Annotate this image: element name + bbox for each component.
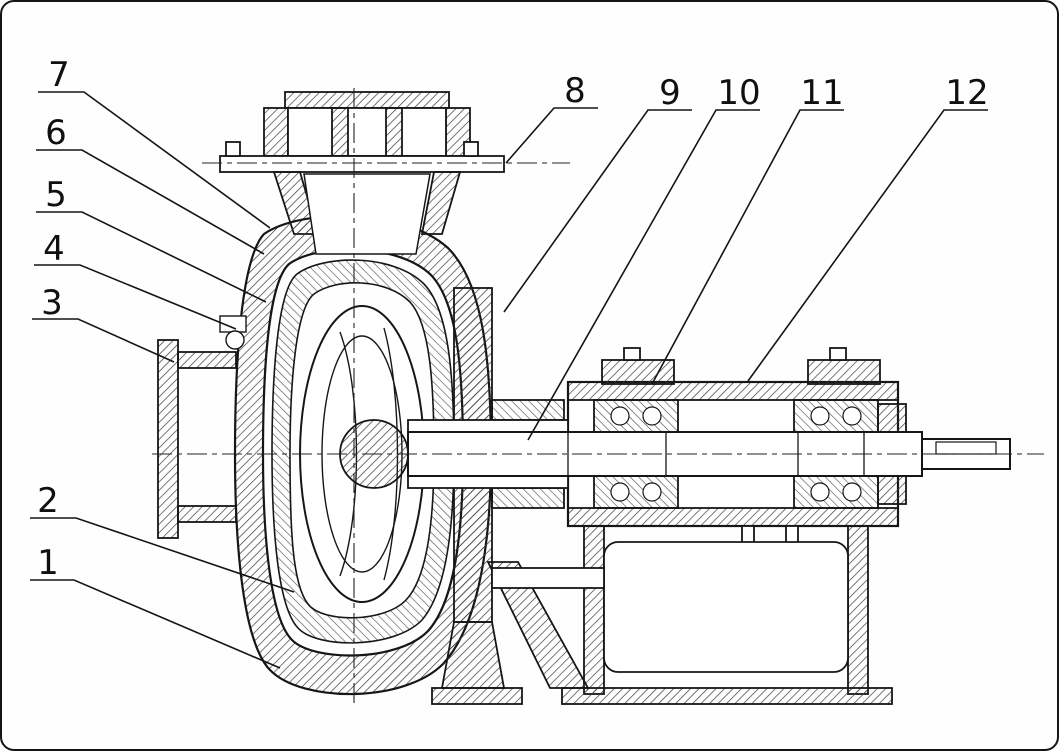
discharge-bore: [303, 173, 431, 255]
bearing-cap: [807, 359, 881, 385]
callout-5-leader: [36, 211, 267, 303]
centerlines: [152, 88, 1044, 708]
suction-inlet: [157, 339, 237, 539]
flange-bolt-icon: [463, 141, 479, 157]
callout-1: 1: [37, 543, 59, 583]
pedestal-cavity: [603, 541, 849, 673]
callout-3-leader: [32, 318, 175, 363]
flange-bolt-icon: [225, 141, 241, 157]
callout-7-leader: [38, 91, 271, 229]
bearing-inner: [593, 399, 679, 433]
callout-11: 11: [800, 73, 843, 113]
callout-2-leader: [30, 517, 295, 593]
callout-10: 10: [717, 73, 760, 113]
callout-7: 7: [48, 55, 70, 95]
callout-8: 8: [564, 71, 586, 111]
shaft: [407, 419, 1011, 489]
support-bracket: [486, 561, 590, 689]
callout-4-leader: [34, 264, 237, 330]
callout-9: 9: [659, 73, 681, 113]
callout-12: 12: [945, 73, 988, 113]
callout-6: 6: [45, 113, 67, 153]
bearing-outer: [793, 399, 879, 433]
callout-9-leader: [503, 109, 692, 313]
discharge-flange: [219, 91, 505, 235]
callout-12-leader: [747, 109, 988, 382]
frame-plate-foot: [440, 621, 506, 689]
callout-2: 2: [37, 481, 59, 521]
bearing-outer: [793, 475, 879, 509]
callout-10-leader: [527, 109, 760, 441]
bearing-cap-bolt-icon: [829, 347, 847, 361]
shaft-seal-gland: [491, 399, 565, 421]
casing-clamp-nut: [225, 330, 245, 350]
callout-1-leader: [30, 579, 281, 669]
callout-5: 5: [45, 175, 67, 215]
shaft-seal-gland: [491, 487, 565, 509]
callout-leaders: [30, 91, 988, 669]
callout-8-leader: [505, 107, 598, 164]
callout-6-leader: [36, 149, 265, 255]
support-arm: [491, 567, 605, 589]
shaft-keyway: [935, 441, 997, 455]
bearing-cap-bolt-icon: [623, 347, 641, 361]
bearing-inner: [593, 475, 679, 509]
callout-4: 4: [43, 229, 65, 269]
pump-casing: [219, 173, 493, 696]
callout-11-leader: [651, 109, 844, 385]
pedestal: [486, 525, 893, 705]
callout-3: 3: [41, 283, 63, 323]
